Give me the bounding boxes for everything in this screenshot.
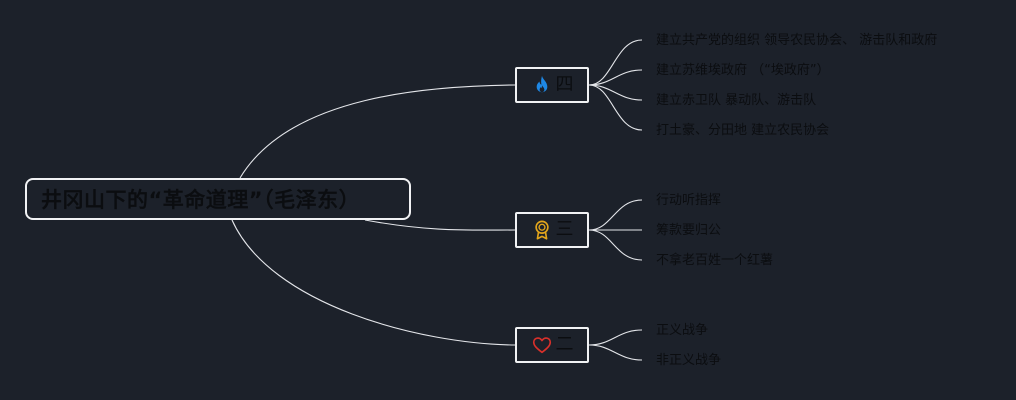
- branch-label-four: 四: [555, 74, 574, 95]
- fire-icon: [531, 74, 553, 96]
- heart-icon: [531, 334, 553, 356]
- connector-branch-2-leaf-1: [588, 329, 643, 346]
- leaf-item[interactable]: 建立赤卫队 暴动队、游击队: [656, 93, 817, 108]
- leaf-item[interactable]: 筹款要归公: [656, 223, 722, 238]
- medal-icon: [531, 219, 553, 241]
- leaf-item[interactable]: 行动听指挥: [656, 193, 722, 208]
- connector-branch-3-leaf-3: [588, 229, 643, 261]
- leaf-item[interactable]: 不拿老百姓一个红薯: [656, 253, 774, 268]
- leaf-item[interactable]: 正义战争: [656, 323, 709, 338]
- branch-node-four[interactable]: 四: [515, 67, 589, 103]
- leaf-item[interactable]: 建立苏维埃政府 （“埃政府”）: [656, 63, 830, 78]
- leaf-item[interactable]: 打土豪、分田地 建立农民协会: [656, 123, 830, 138]
- leaf-item[interactable]: 建立共产党的组织 领导农民协会、 游击队和政府: [656, 33, 938, 48]
- connector-root-branch-3: [364, 219, 516, 231]
- branch-label-three: 三: [555, 219, 574, 240]
- root-title: 井冈山下的“革命道理”（毛泽东）: [41, 188, 361, 212]
- connector-branch-4-leaf-1: [588, 39, 643, 86]
- connector-root-branch-2: [231, 219, 516, 346]
- branch-label-two: 二: [555, 334, 574, 355]
- connector-branch-4-leaf-2: [588, 69, 643, 86]
- leaf-item[interactable]: 非正义战争: [656, 353, 722, 368]
- connector-branch-3-leaf-1: [588, 199, 643, 231]
- connector-branch-4-leaf-4: [588, 84, 643, 131]
- connector-root-branch-4: [239, 84, 516, 179]
- branch-node-three[interactable]: 三: [515, 212, 589, 248]
- root-node[interactable]: 井冈山下的“革命道理”（毛泽东）: [25, 178, 411, 220]
- connector-branch-2-leaf-2: [588, 344, 643, 361]
- branch-node-two[interactable]: 二: [515, 327, 589, 363]
